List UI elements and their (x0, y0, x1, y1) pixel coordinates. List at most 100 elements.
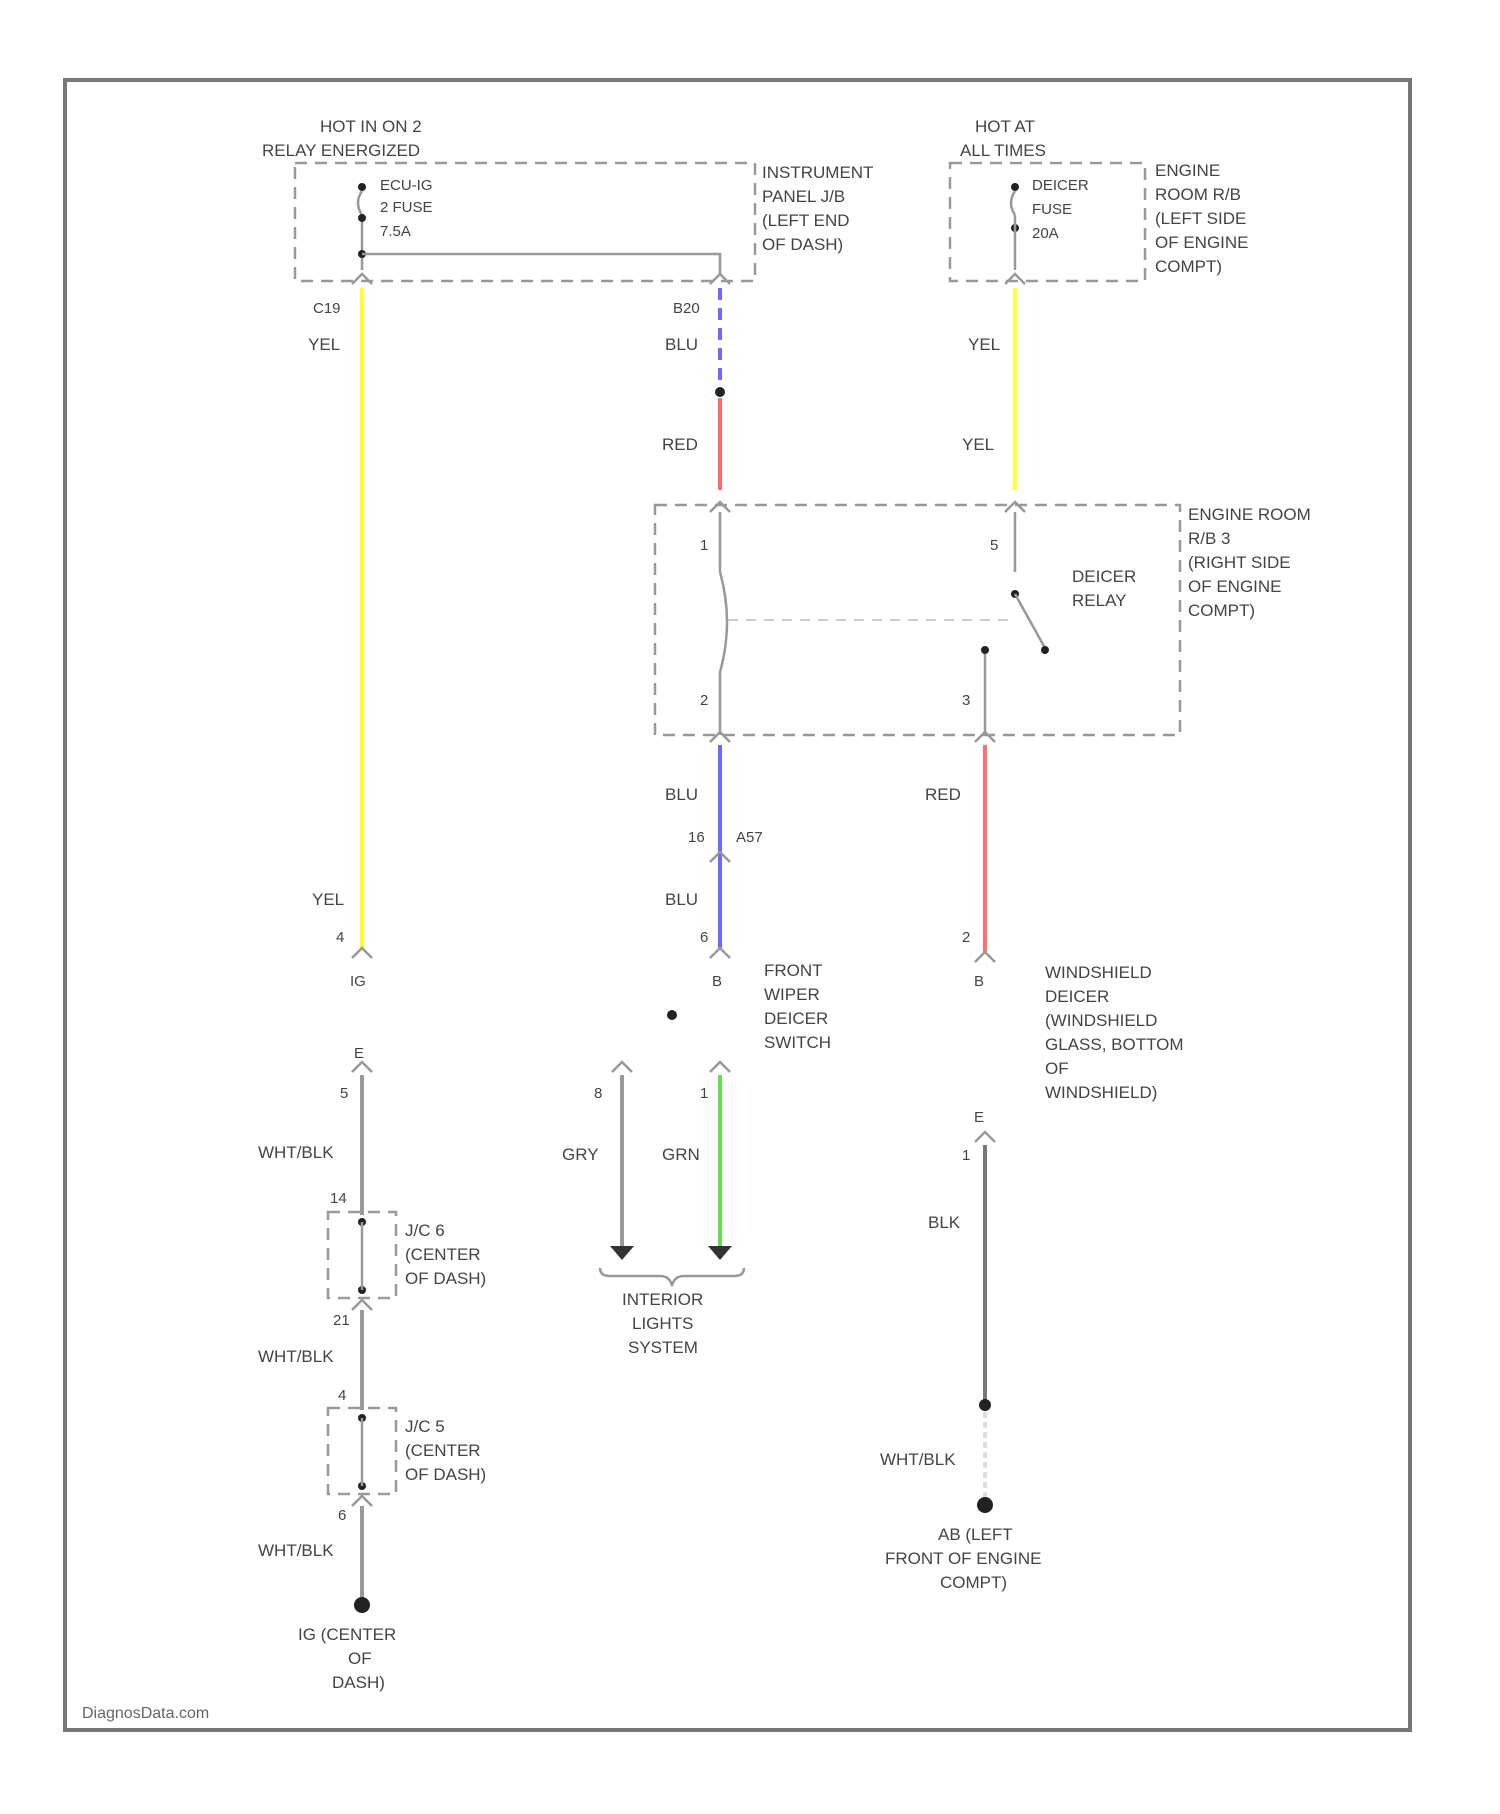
pin-b20: B20 (673, 300, 700, 317)
power-heading-right-1: HOT AT (975, 117, 1035, 136)
deicer-label-1: WINDSHIELD (1045, 963, 1152, 982)
power-heading-left-2: RELAY ENERGIZED (262, 141, 420, 160)
instrument-panel-jb-label-4: OF DASH) (762, 235, 843, 254)
jc5-label-2: (CENTER (405, 1441, 481, 1460)
interior-lights-label-3: SYSTEM (628, 1338, 698, 1357)
jc6-label-3: OF DASH) (405, 1269, 486, 1288)
deicer-relay-label-1: DEICER (1072, 567, 1136, 586)
diagram-frame (65, 80, 1410, 1730)
fuse-deicer-2: FUSE (1032, 201, 1072, 218)
ground-ab-3: COMPT) (940, 1573, 1007, 1592)
interior-lights-label-1: INTERIOR (622, 1290, 703, 1309)
wire-label-gry: GRY (562, 1145, 599, 1164)
engine-room-rb-label-1: ENGINE (1155, 161, 1220, 180)
switch-pin-5: 5 (340, 1085, 348, 1102)
wire-label-grn: GRN (662, 1145, 700, 1164)
instrument-panel-jb-box (295, 163, 755, 281)
instrument-panel-jb-label-2: PANEL J/B (762, 187, 845, 206)
wire-label-red-1: RED (662, 435, 698, 454)
switch-ig: IG (350, 973, 366, 990)
footer-watermark: DiagnosData.com (82, 1705, 209, 1722)
connector-icon (1005, 274, 1025, 284)
instrument-panel-jb-label-3: (LEFT END (762, 211, 850, 230)
pin-a57: A57 (736, 829, 763, 846)
jc6-pin-bottom: 21 (333, 1312, 350, 1329)
jc6-label-2: (CENTER (405, 1245, 481, 1264)
pin-a57-16: 16 (688, 829, 705, 846)
jc5-pin-bottom: 6 (338, 1507, 346, 1524)
connector-icon (352, 948, 372, 958)
engine-room-rb-label-3: (LEFT SIDE (1155, 209, 1246, 228)
connector-icon (710, 502, 730, 512)
switch-pin-8: 8 (594, 1085, 602, 1102)
switch-label-1: FRONT (764, 961, 823, 980)
connector-icon (352, 1496, 372, 1506)
wire-label-red-2: RED (925, 785, 961, 804)
engine-room-rb3-label-2: R/B 3 (1188, 529, 1231, 548)
fuse-icon (358, 183, 366, 222)
switch-label-2: WIPER (764, 985, 820, 1004)
ground-ig-3: DASH) (332, 1673, 385, 1692)
connector-icon (612, 1062, 632, 1072)
ground-ab-2: FRONT OF ENGINE (885, 1549, 1041, 1568)
deicer-label-6: WINDSHIELD) (1045, 1083, 1157, 1102)
fuse-ecu-ig-2: 2 FUSE (380, 199, 433, 216)
engine-room-rb3-label-1: ENGINE ROOM (1188, 505, 1311, 524)
ground-icon (354, 1597, 370, 1613)
switch-label-3: DEICER (764, 1009, 828, 1028)
switch-e: E (354, 1045, 364, 1062)
engine-room-rb-label-4: OF ENGINE (1155, 233, 1249, 252)
wire-label-blu-2: BLU (665, 785, 698, 804)
connector-icon (975, 732, 995, 742)
deicer-pin-1: 1 (962, 1147, 970, 1164)
connector-icon (710, 948, 730, 958)
switch-pin-6: 6 (700, 929, 708, 946)
wire-label-yel-left-bottom: YEL (312, 890, 344, 909)
deicer-label-4: GLASS, BOTTOM (1045, 1035, 1184, 1054)
engine-room-rb-label-2: ROOM R/B (1155, 185, 1241, 204)
fuse-deicer-1: DEICER (1032, 177, 1089, 194)
pin-c19: C19 (313, 300, 341, 317)
wire-label-wht-blk-4: WHT/BLK (880, 1450, 956, 1469)
fuse-deicer-3: 20A (1032, 225, 1059, 242)
power-heading-left-1: HOT IN ON 2 (320, 117, 422, 136)
wire-label-yel-left-top: YEL (308, 335, 340, 354)
relay-pin-3: 3 (962, 692, 970, 709)
engine-room-rb3-label-5: COMPT) (1188, 601, 1255, 620)
relay-switch-icon (981, 590, 1049, 654)
power-heading-right-2: ALL TIMES (960, 141, 1046, 160)
connector-icon (352, 1300, 372, 1310)
connector-icon (710, 732, 730, 742)
switch-pin-4: 4 (336, 929, 344, 946)
engine-room-rb3-label-3: (RIGHT SIDE (1188, 553, 1291, 572)
connector-icon (352, 274, 372, 284)
deicer-pin-b: B (974, 973, 984, 990)
ground-ig-2: OF (348, 1649, 372, 1668)
wire-label-yel-right-1: YEL (968, 335, 1000, 354)
connector-icon (1005, 502, 1025, 512)
jc6-pin-top: 14 (330, 1190, 347, 1207)
switch-pin-1: 1 (700, 1085, 708, 1102)
jc6-label-1: J/C 6 (405, 1221, 445, 1240)
deicer-label-2: DEICER (1045, 987, 1109, 1006)
jc5-pin-top: 4 (338, 1387, 346, 1404)
wire-label-blu-1: BLU (665, 335, 698, 354)
deicer-pin-2: 2 (962, 929, 970, 946)
wire-label-wht-blk-1: WHT/BLK (258, 1143, 334, 1162)
connector-icon (975, 952, 995, 962)
deicer-label-5: OF (1045, 1059, 1069, 1078)
connector-icon (975, 1132, 995, 1142)
front-wiper-deicer-switch-box (328, 962, 756, 1062)
wire-label-wht-blk-3: WHT/BLK (258, 1541, 334, 1560)
wire-label-wht-blk-2: WHT/BLK (258, 1347, 334, 1366)
engine-room-rb-label-5: COMPT) (1155, 257, 1222, 276)
fuse-ecu-ig-3: 7.5A (380, 223, 411, 240)
instrument-panel-jb-label-1: INSTRUMENT (762, 163, 873, 182)
ground-icon (977, 1497, 993, 1513)
jc5-label-1: J/C 5 (405, 1417, 445, 1436)
switch-label-4: SWITCH (764, 1033, 831, 1052)
ground-ig-1: IG (CENTER (298, 1625, 396, 1644)
deicer-relay-label-2: RELAY (1072, 591, 1127, 610)
deicer-pin-e: E (974, 1109, 984, 1126)
